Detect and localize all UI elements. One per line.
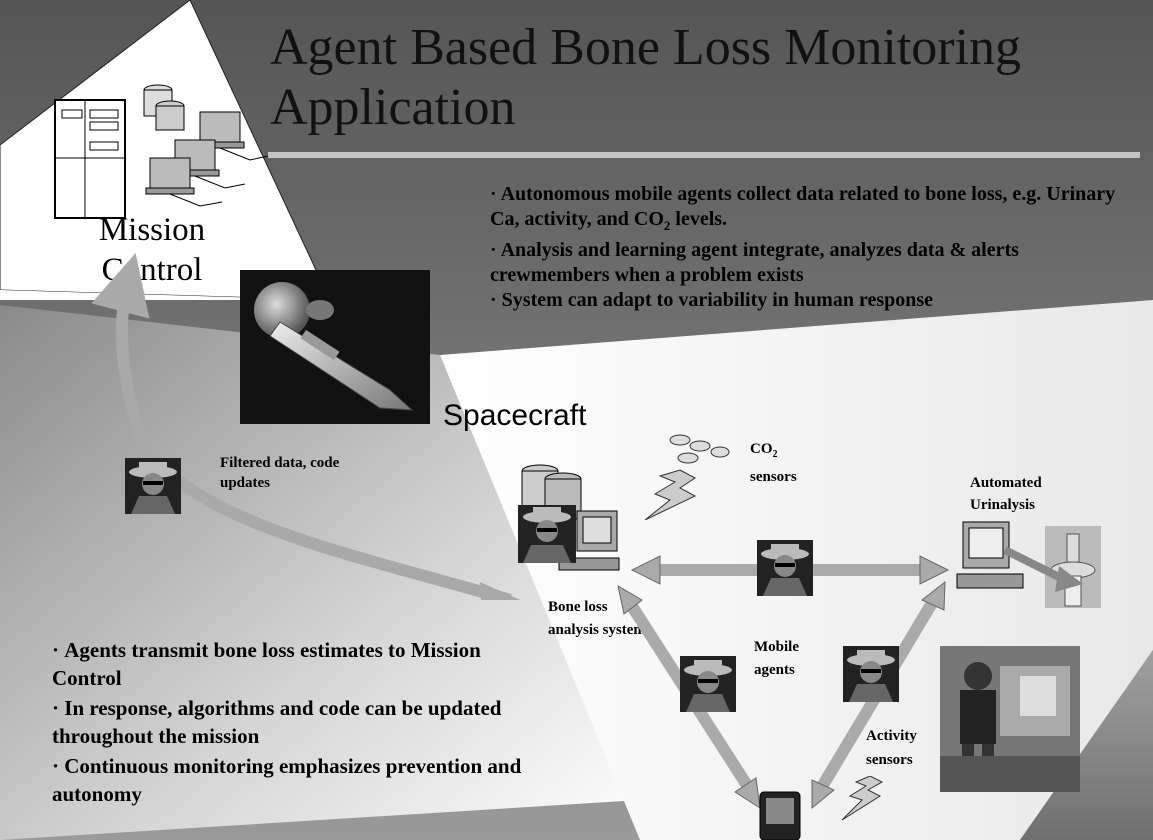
agent-icon-left bbox=[680, 656, 736, 712]
bottom-bullet-1: Agents transmit bone loss estimates to M… bbox=[52, 636, 522, 692]
agent-icon-right bbox=[843, 646, 899, 702]
bottom-bullet-2: In response, algorithms and code can be … bbox=[52, 694, 522, 750]
agent-icon-horizontal bbox=[757, 540, 813, 596]
bottom-bullets: Agents transmit bone loss estimates to M… bbox=[52, 636, 522, 810]
mobile-agents-label: Mobile agents bbox=[754, 636, 834, 682]
activity-sensors-image bbox=[940, 646, 1080, 792]
pda-device-icon bbox=[758, 790, 804, 840]
bottom-bullet-3: Continuous monitoring emphasizes prevent… bbox=[52, 752, 522, 808]
activity-sensors-label: Activity sensors bbox=[866, 724, 942, 772]
activity-sensor-signal-icon bbox=[840, 776, 890, 826]
